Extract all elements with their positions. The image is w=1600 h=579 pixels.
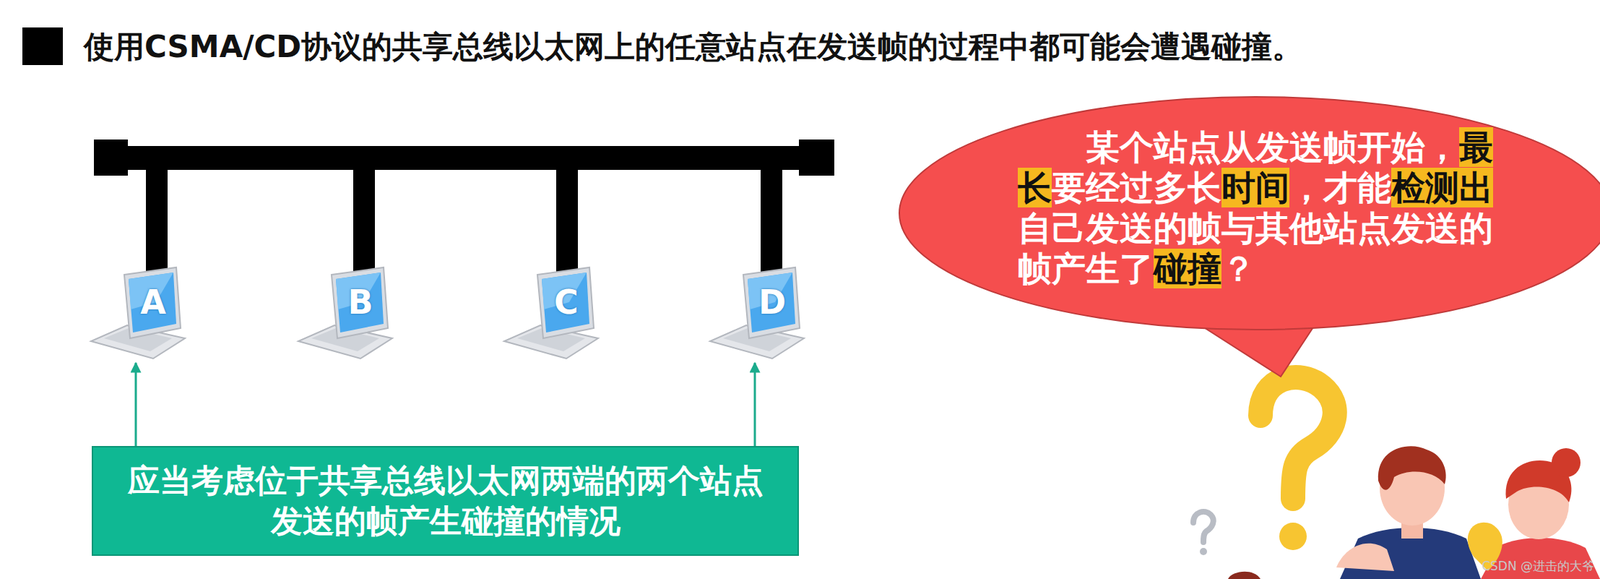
bubble-phrase: ？ <box>1221 248 1256 289</box>
highlight-text: 检测出 <box>1391 167 1494 208</box>
question-marks <box>1193 377 1335 555</box>
laptop-icon <box>702 265 807 362</box>
note-box: 应当考虑位于共享总线以太网两端的两个站点 发送的帧产生碰撞的情况 <box>91 445 799 556</box>
title: 使用CSMA/CD协议的共享总线以太网上的任意站点在发送帧的过程中都可能会遭遇碰… <box>83 27 1303 67</box>
pointer-arrow <box>754 362 757 446</box>
laptop-icon <box>496 265 601 362</box>
station-letter: D <box>750 280 794 324</box>
highlight-text: 时间 <box>1221 167 1290 208</box>
watermark: CSDN @进击的大爷 <box>1481 557 1595 575</box>
station-letter: A <box>131 280 175 324</box>
speech-bubble: 某个站点从发送帧开始，最长要经过多长时间，才能检测出自己发送的帧与其他站点发送的… <box>897 92 1600 331</box>
bubble-phrase: ，才能 <box>1289 167 1392 208</box>
highlight-text: 碰撞 <box>1153 248 1222 289</box>
bubble-phrase: 自己发送的帧与其他站点发送的帧产生了 <box>1017 208 1494 289</box>
note-text: 应当考虑位于共享总线以太网两端的两个站点 发送的帧产生碰撞的情况 <box>110 460 781 542</box>
laptop: B <box>291 265 396 362</box>
laptop: D <box>702 265 807 362</box>
laptop-icon <box>291 265 396 362</box>
people <box>1227 445 1600 579</box>
station-letter: C <box>544 280 588 324</box>
laptop: C <box>496 265 601 362</box>
bubble-text: 某个站点从发送帧开始，最长要经过多长时间，才能检测出自己发送的帧与其他站点发送的… <box>1017 127 1504 289</box>
laptop: A <box>83 265 188 362</box>
title-bullet <box>22 27 63 66</box>
bubble-phrase: 某个站点从发送帧开始， <box>1085 127 1460 167</box>
laptop-icon <box>83 265 188 362</box>
bubble-phrase: 要经过多长 <box>1051 167 1222 208</box>
station-letter: B <box>338 280 383 324</box>
pointer-arrow <box>135 362 138 446</box>
bus <box>93 139 835 282</box>
